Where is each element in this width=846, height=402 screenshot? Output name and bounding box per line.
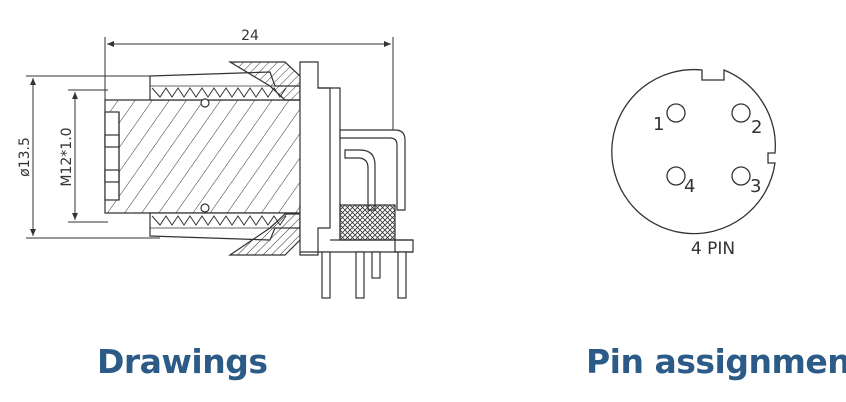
pin-4-label: 4 bbox=[684, 176, 695, 197]
rear-flange bbox=[299, 61, 331, 256]
solder-pins bbox=[321, 251, 407, 299]
thread-dimension-label: M12*1.0 bbox=[59, 127, 75, 186]
pin-2-label: 2 bbox=[751, 117, 762, 138]
diameter-dimension bbox=[26, 75, 160, 239]
insert-body bbox=[104, 99, 319, 214]
pin-count-label: 4 PIN bbox=[691, 239, 735, 259]
diameter-dimension-label: ø13.5 bbox=[17, 137, 33, 177]
pin-1-hole bbox=[666, 103, 686, 123]
pin-4-hole bbox=[666, 166, 686, 186]
thread-dimension bbox=[68, 89, 108, 223]
pin-assignment-diagram bbox=[611, 68, 776, 235]
drawings-caption: Drawings bbox=[97, 342, 268, 381]
pin-3-hole bbox=[731, 166, 751, 186]
pin-3-label: 3 bbox=[750, 176, 761, 197]
pin-assignment-caption: Pin assignment bbox=[586, 342, 846, 381]
pin-1-label: 1 bbox=[653, 114, 664, 135]
connector-face-outline bbox=[611, 68, 776, 235]
pin-housing bbox=[339, 129, 406, 211]
length-dimension-label: 24 bbox=[241, 28, 259, 44]
pin-2-hole bbox=[731, 103, 751, 123]
connector-section-drawing bbox=[26, 37, 414, 299]
